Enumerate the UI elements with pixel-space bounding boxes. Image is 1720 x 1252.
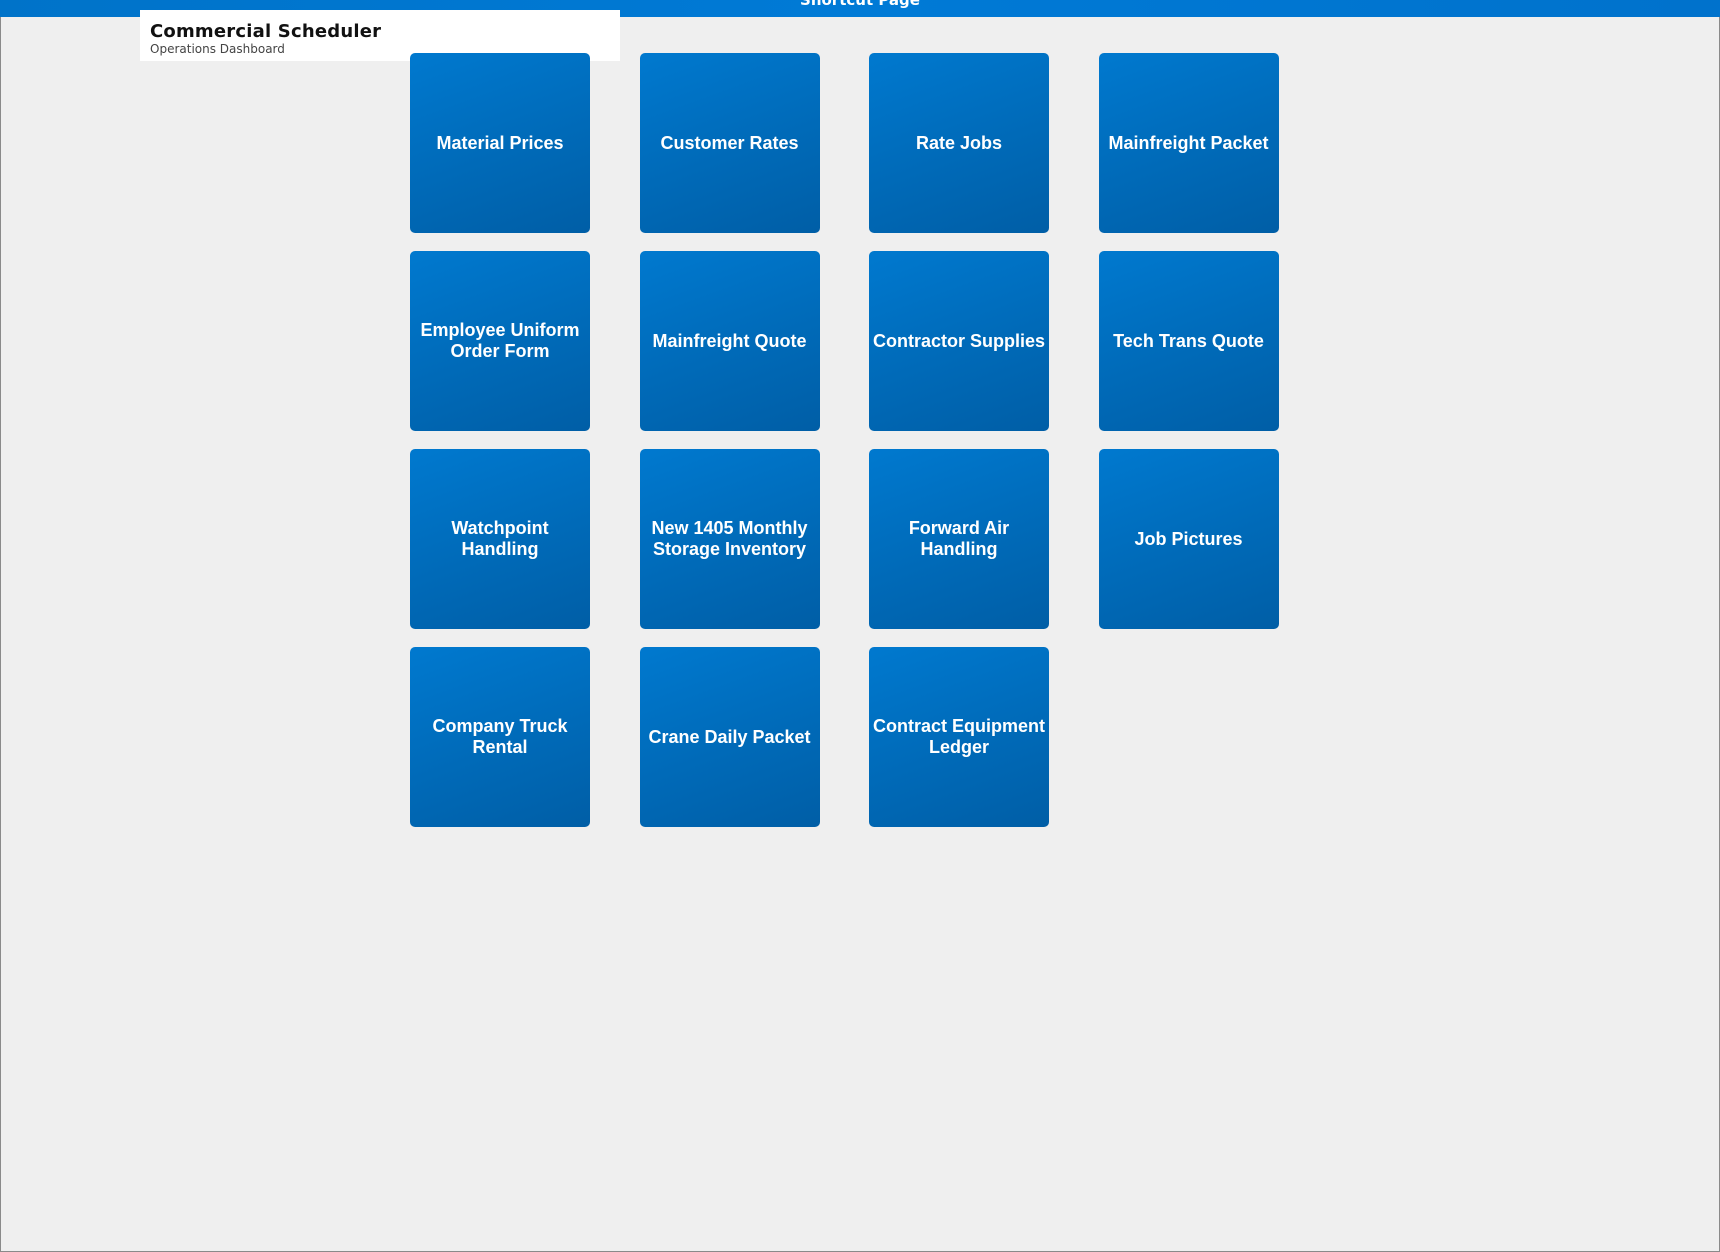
- tile-material-prices[interactable]: Material Prices: [410, 53, 590, 233]
- tile-label: Tech Trans Quote: [1113, 330, 1264, 351]
- tile-label: Mainfreight Packet: [1108, 132, 1269, 153]
- tile-forward-air-handling[interactable]: Forward Air Handling: [869, 449, 1049, 629]
- tile-label: Company Truck Rental: [432, 716, 568, 757]
- tile-label: Contractor Supplies: [872, 330, 1046, 351]
- tile-label: Job Pictures: [1134, 528, 1243, 549]
- tile-label: Contract Equipment Ledger: [872, 716, 1045, 757]
- tile-contract-equipment-ledger[interactable]: Contract Equipment Ledger: [869, 647, 1049, 827]
- tile-mainfreight-quote[interactable]: Mainfreight Quote: [639, 251, 820, 431]
- tile-company-truck-rental[interactable]: Company Truck Rental: [410, 647, 590, 827]
- tile-contractor-supplies[interactable]: Contractor Supplies: [869, 251, 1049, 431]
- app-title: Commercial Scheduler: [150, 21, 382, 42]
- tile-mainfreight-packet[interactable]: Mainfreight Packet: [1098, 53, 1279, 233]
- tile-customer-rates[interactable]: Customer Rates: [639, 53, 820, 233]
- tile-label: New 1405 Monthly Storage Inventory: [651, 518, 808, 559]
- header-title: Shortcut Page: [800, 0, 920, 9]
- tile-label: Mainfreight Quote: [652, 330, 807, 351]
- tile-label: Customer Rates: [660, 132, 799, 153]
- tile-rate-jobs[interactable]: Rate Jobs: [869, 53, 1049, 233]
- tile-employee-uniform-order-form[interactable]: Employee Uniform Order Form: [410, 251, 590, 431]
- tile-label: Material Prices: [436, 132, 564, 153]
- tile-label: Watchpoint Handling: [451, 518, 549, 559]
- tile-label: Employee Uniform Order Form: [420, 320, 580, 361]
- tile-crane-daily-packet[interactable]: Crane Daily Packet: [639, 647, 820, 827]
- shortcut-tile-grid: Material Prices Customer Rates Rate Jobs…: [410, 53, 1279, 827]
- tile-monthly-storage-inventory[interactable]: New 1405 Monthly Storage Inventory: [639, 449, 820, 629]
- tile-job-pictures[interactable]: Job Pictures: [1098, 449, 1279, 629]
- app-subtitle: Operations Dashboard: [150, 42, 285, 56]
- tile-label: Forward Air Handling: [908, 518, 1010, 559]
- tile-label: Crane Daily Packet: [648, 726, 811, 747]
- tile-watchpoint-handling[interactable]: Watchpoint Handling: [410, 449, 590, 629]
- brand-box: Commercial Scheduler Operations Dashboar…: [140, 10, 620, 61]
- tile-label: Rate Jobs: [915, 132, 1003, 153]
- tile-tech-trans-quote[interactable]: Tech Trans Quote: [1098, 251, 1279, 431]
